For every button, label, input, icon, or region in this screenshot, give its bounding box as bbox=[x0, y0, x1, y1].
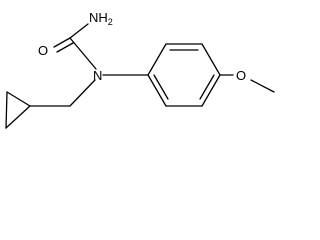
bond-c-o-double-b bbox=[56, 42, 74, 53]
bond-n-ch2 bbox=[69, 79, 96, 107]
nitrogen-label: N bbox=[93, 68, 102, 83]
bond-ring-6a bbox=[147, 43, 167, 76]
nh2-label: NH2 bbox=[89, 10, 113, 27]
nh2-subscript: 2 bbox=[108, 17, 113, 27]
bond-ring-6f bbox=[147, 74, 167, 107]
bond-o-methyl bbox=[250, 79, 275, 93]
bond-c-nh2 bbox=[69, 23, 89, 39]
chemical-structure: NH2 O N O bbox=[5, 10, 275, 129]
bond-ring-6c bbox=[201, 43, 221, 76]
ether-oxygen-label: O bbox=[236, 68, 246, 83]
bond-ring-3b bbox=[5, 91, 8, 129]
bond-ring-inner-left bbox=[153, 74, 169, 100]
bond-c-n bbox=[69, 37, 97, 70]
bond-ring-6d bbox=[201, 74, 221, 107]
bond-ring-3a bbox=[6, 91, 31, 107]
bond-ring-3c bbox=[5, 105, 31, 129]
bond-c-o-double-a bbox=[53, 37, 71, 48]
nh2-symbol: NH bbox=[89, 10, 108, 25]
carbonyl-oxygen-label: O bbox=[38, 43, 48, 58]
bond-ring-inner-right bbox=[199, 74, 215, 100]
